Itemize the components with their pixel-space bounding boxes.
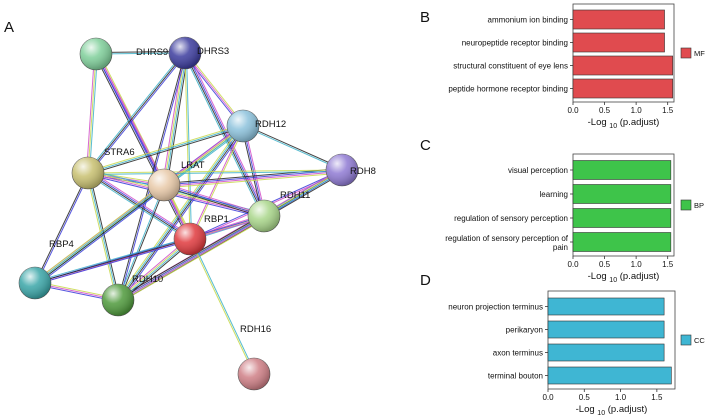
bar-bp-regulation-of-sensory-perception-of-pain [572, 232, 672, 252]
category-label-mf-neuropeptide-receptor-binding: neuropeptide receptor binding [462, 39, 568, 48]
bar-chart-mf: ammonium ion binding neuropeptide recepto… [448, 3, 705, 130]
node-lrat[interactable]: LRAT [147, 160, 205, 202]
x-tick-label-cc-2: 1.0 [615, 393, 627, 402]
bar-mf-neuropeptide-receptor-binding [572, 32, 665, 53]
x-tick-label-mf-0: 0.0 [567, 106, 579, 115]
node-rdh16[interactable]: RDH16 [237, 324, 271, 391]
node-label-rbp1: RBP1 [204, 214, 229, 225]
edge-lrat-rdh11 [163, 183, 265, 218]
x-tick-label-cc-3: 1.5 [651, 393, 663, 402]
edge-lrat-rbp4 [33, 183, 167, 286]
category-label-bp-regulation-of-sensory-perception: regulation of sensory perception [454, 214, 568, 223]
x-axis-title-mf: -Log 10 (p.adjust) [588, 117, 660, 130]
node-label-rbp4: RBP4 [49, 239, 74, 250]
category-label-mf-peptide-hormone-receptor-binding: peptide hormone receptor binding [448, 85, 568, 94]
node-label-dhrs3: DHRS3 [197, 46, 229, 57]
legend-label-cc: CC [694, 336, 705, 345]
category-label-bp-visual-perception: visual perception [508, 166, 568, 175]
panel-letter-d: D [420, 272, 431, 289]
edge-dhrs3-rbp1 [184, 52, 192, 240]
edge-dhrs9-stra6 [86, 53, 98, 174]
category-label-mf-ammonium-ion-binding: ammonium ion binding [488, 16, 569, 25]
x-axis-title-bp: -Log 10 (p.adjust) [588, 271, 660, 284]
edge-stra6-rbp4 [34, 172, 90, 284]
node-rbp4[interactable]: RBP4 [18, 239, 74, 300]
node-label-rdh8: RDH8 [350, 166, 376, 177]
bar-bp-learning [572, 184, 672, 204]
bar-bp-regulation-of-sensory-perception [572, 208, 672, 228]
plot-frame-mf [572, 3, 675, 103]
bar-chart-bp: visual perception learning regulation of s… [445, 153, 704, 284]
category-label-cc-terminal-bouton: terminal bouton [488, 372, 543, 381]
network-edges [33, 51, 344, 375]
bar-cc-terminal-bouton [547, 366, 672, 385]
x-tick-label-bp-1: 0.5 [599, 260, 611, 269]
node-dhrs9[interactable]: DHRS9 [79, 37, 168, 71]
x-tick-label-bp-3: 1.5 [662, 260, 674, 269]
node-rdh11[interactable]: RDH11 [247, 190, 310, 233]
edge-rdh11-rdh10 [117, 214, 266, 304]
edge-rbp1-rdh16 [189, 238, 256, 375]
category-label-cc-axon-terminus: axon terminus [493, 349, 543, 358]
edge-rbp1-rbp4 [34, 237, 191, 285]
category-label-cc-neuron-projection-terminus: neuron projection terminus [448, 303, 543, 312]
node-rdh10[interactable]: RDH10 [101, 274, 163, 317]
bar-chart-cc: neuron projection terminus perikaryon axon… [448, 290, 705, 417]
edge-lrat-rdh10 [117, 184, 166, 301]
legend-swatch-cc [680, 334, 692, 346]
bar-cc-axon-terminus [547, 343, 665, 362]
plot-frame-bp [572, 153, 675, 257]
node-rdh8[interactable]: RDH8 [325, 153, 376, 187]
bar-bp-visual-perception [572, 160, 672, 180]
node-label-stra6: STRA6 [104, 147, 135, 158]
edge-rdh8-lrat [163, 168, 343, 189]
x-tick-label-mf-1: 0.5 [599, 106, 611, 115]
edge-rdh8-stra6 [87, 169, 343, 175]
plot-frame-cc [547, 290, 676, 390]
edge-dhrs3-rdh11 [183, 51, 268, 217]
x-axis-title-cc: -Log 10 (p.adjust) [576, 404, 648, 417]
node-dhrs3[interactable]: DHRS3 [168, 36, 229, 70]
edge-rdh12-rdh8 [242, 124, 343, 171]
edge-dhrs3-lrat [162, 52, 189, 186]
legend-label-mf: MF [694, 49, 705, 58]
x-tick-label-cc-0: 0.0 [542, 393, 554, 402]
x-tick-label-cc-1: 0.5 [579, 393, 591, 402]
node-label-dhrs9: DHRS9 [136, 47, 168, 58]
node-label-rdh10: RDH10 [132, 274, 163, 285]
category-label-bp-learning: learning [540, 190, 568, 199]
node-label-rdh16: RDH16 [240, 324, 271, 335]
node-label-lrat: LRAT [181, 160, 205, 171]
node-label-rdh11: RDH11 [280, 190, 310, 201]
category-label-cc-perikaryon: perikaryon [506, 326, 543, 335]
x-tick-label-mf-2: 1.0 [631, 106, 643, 115]
node-stra6[interactable]: STRA6 [71, 147, 135, 190]
bar-mf-peptide-hormone-receptor-binding [572, 78, 674, 99]
legend-label-bp: BP [694, 201, 704, 210]
x-tick-label-bp-2: 1.0 [631, 260, 643, 269]
bar-cc-perikaryon [547, 320, 665, 339]
bar-cc-neuron-projection-terminus [547, 297, 665, 316]
x-tick-label-bp-0: 0.0 [567, 260, 579, 269]
bar-mf-ammonium-ion-binding [572, 9, 665, 30]
edge-rdh12-stra6 [87, 124, 244, 175]
legend-swatch-mf [680, 47, 692, 59]
node-rdh12[interactable]: RDH12 [226, 109, 286, 143]
node-label-rdh12: RDH12 [255, 119, 286, 130]
panel-letter-c: C [420, 137, 431, 154]
x-tick-label-mf-3: 1.5 [662, 106, 674, 115]
edge-rdh12-rdh10 [116, 124, 246, 303]
panel-letter-a: A [4, 19, 14, 36]
bar-mf-structural-constituent-of-eye-lens [572, 55, 674, 76]
node-rbp1[interactable]: RBP1 [173, 214, 229, 256]
category-label-mf-structural-constituent-of-eye-lens: structural constituent of eye lens [453, 62, 568, 71]
panel-letter-b: B [420, 9, 430, 26]
edge-dhrs3-stra6 [86, 51, 187, 175]
legend-swatch-bp [680, 199, 692, 211]
